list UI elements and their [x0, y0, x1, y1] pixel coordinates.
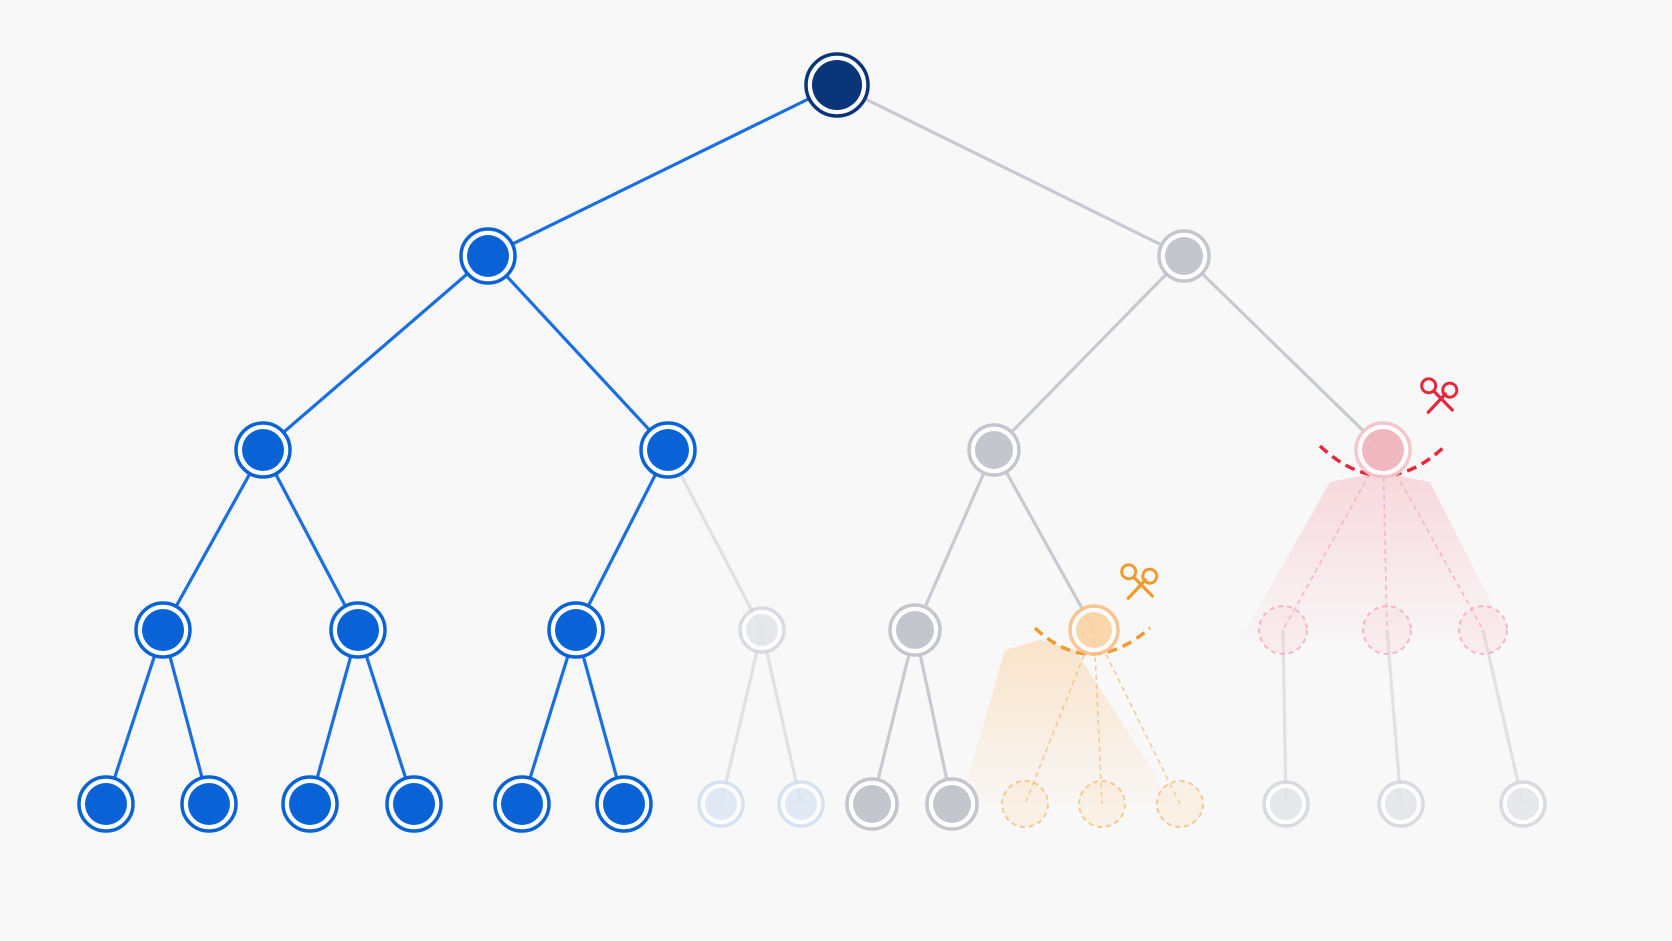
edge-n2-n6: [1182, 254, 1385, 452]
edge-n0-n1: [487, 83, 838, 258]
tree-node-n26[interactable]: [1001, 780, 1049, 828]
edge-n4-n10: [666, 449, 764, 631]
tree-node-n5[interactable]: [967, 423, 1021, 477]
edge-n11-n25: [913, 629, 954, 805]
tree-node-n31[interactable]: [1499, 780, 1547, 828]
edge-n6-n14: [1382, 449, 1388, 631]
edge-n5-n12: [992, 449, 1096, 631]
tree-node-n14[interactable]: [1362, 605, 1412, 655]
edge-n8-n18: [308, 629, 360, 805]
tree-node-n1[interactable]: [459, 227, 517, 285]
edge-n3-n7: [161, 449, 265, 631]
edge-n6-n13: [1282, 449, 1384, 631]
edge-n6-n15: [1382, 449, 1484, 631]
edge-n1-n3: [261, 254, 490, 452]
tree-node-n0[interactable]: [804, 52, 870, 118]
edge-n15-n31: [1481, 629, 1525, 805]
tree-node-n17[interactable]: [180, 775, 238, 833]
tree-node-n16[interactable]: [77, 775, 135, 833]
edge-n4-n9: [574, 449, 670, 631]
pruned-region-orange: [960, 640, 1175, 805]
edges: [104, 83, 1525, 805]
edge-n5-n11: [913, 449, 996, 631]
edge-n7-n17: [161, 629, 211, 805]
tree-node-n24[interactable]: [845, 777, 899, 831]
tree-node-n15[interactable]: [1458, 605, 1508, 655]
cut-arc-orange: [1033, 626, 1152, 656]
tree-node-n8[interactable]: [329, 601, 387, 659]
edge-n1-n4: [486, 254, 670, 452]
scissors-icon: [1118, 558, 1162, 603]
tree-node-n4[interactable]: [639, 421, 697, 479]
tree-node-n3[interactable]: [234, 421, 292, 479]
tree-node-n28[interactable]: [1156, 780, 1204, 828]
edge-n10-n23: [760, 629, 803, 805]
edge-n14-n30: [1385, 629, 1403, 805]
edge-n8-n19: [356, 629, 416, 805]
tree-node-n13[interactable]: [1258, 605, 1308, 655]
tree-node-n12[interactable]: [1068, 604, 1120, 656]
tree-node-n20[interactable]: [493, 775, 551, 833]
pruned-region-red: [1240, 472, 1510, 640]
edge-n11-n24: [870, 629, 917, 805]
edge-n9-n21: [574, 629, 626, 805]
edge-n9-n20: [520, 629, 578, 805]
tree-node-n23[interactable]: [777, 780, 825, 828]
tree-node-n22[interactable]: [697, 780, 745, 828]
edge-n3-n8: [261, 449, 360, 631]
edge-n12-n27: [1093, 629, 1103, 805]
tree-node-n25[interactable]: [925, 777, 979, 831]
tree-node-n10[interactable]: [738, 606, 786, 654]
tree-node-n7[interactable]: [134, 601, 192, 659]
tree-node-n21[interactable]: [595, 775, 653, 833]
edge-n10-n22: [719, 629, 764, 805]
nodes: [77, 52, 1547, 833]
tree-node-n29[interactable]: [1262, 780, 1310, 828]
tree-node-n11[interactable]: [888, 603, 942, 657]
tree-node-n30[interactable]: [1377, 780, 1425, 828]
tree-node-n2[interactable]: [1157, 229, 1211, 283]
edge-n12-n26: [1024, 629, 1095, 805]
edge-n13-n29: [1281, 629, 1288, 805]
edge-n2-n5: [992, 254, 1186, 452]
scissors-icon: [1418, 372, 1462, 417]
tree-node-n18[interactable]: [281, 775, 339, 833]
tree-node-n27[interactable]: [1078, 780, 1126, 828]
tree-node-n9[interactable]: [547, 601, 605, 659]
edge-n7-n16: [104, 629, 165, 805]
edge-n0-n2: [836, 83, 1185, 258]
tree-node-n6[interactable]: [1354, 421, 1412, 479]
tree-node-n19[interactable]: [385, 775, 443, 833]
